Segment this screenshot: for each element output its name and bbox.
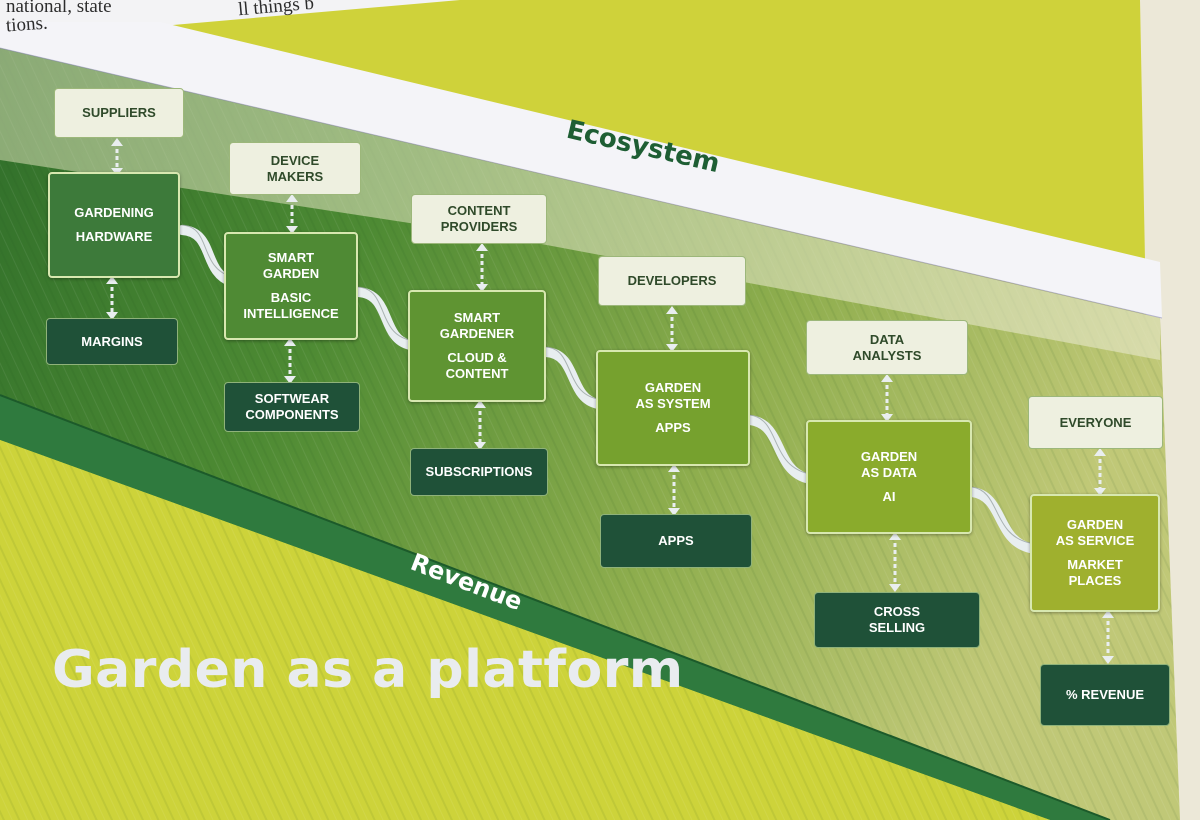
- stage-name: GARDEN: [860, 449, 918, 464]
- revenue-label-text: APPS: [658, 533, 694, 548]
- revenue-label-text: SELLING: [868, 620, 926, 635]
- stakeholder-label: EVERYONE: [1059, 414, 1132, 430]
- stakeholder-label: PROVIDERS: [440, 219, 518, 234]
- revenue-apps: APPS: [600, 514, 752, 568]
- revenue-softwear-components: SOFTWEAR COMPONENTS: [224, 382, 360, 432]
- stage-name: GARDEN: [1066, 517, 1124, 532]
- stakeholder-developers: DEVELOPERS: [598, 256, 746, 306]
- stakeholder-label: DEVICE: [270, 152, 320, 168]
- revenue-label-text: COMPONENTS: [245, 407, 339, 422]
- stage-detail: CLOUD &: [447, 350, 507, 365]
- revenue-percent: % REVENUE: [1040, 664, 1170, 726]
- stage-detail: AI: [882, 489, 896, 504]
- revenue-label-text: CROSS: [873, 604, 921, 619]
- revenue-cross-selling: CROSS SELLING: [814, 592, 980, 648]
- page-text-line: tions.: [5, 12, 49, 37]
- stage-detail: MARKET: [1067, 557, 1123, 572]
- stage-name: AS DATA: [861, 465, 917, 480]
- dashed-arrows: [110, 142, 1110, 660]
- stakeholder-device-makers: DEVICE MAKERS: [229, 142, 361, 195]
- ecosystem-band: [0, 22, 1162, 318]
- stage-detail: INTELLIGENCE: [243, 306, 339, 321]
- stage-name: GARDENING: [74, 205, 154, 220]
- page-title: Garden as a platform: [52, 640, 684, 700]
- revenue-margins: MARGINS: [46, 318, 178, 365]
- revenue-subscriptions: SUBSCRIPTIONS: [410, 448, 548, 496]
- stage-smart-gardener: SMART GARDENER CLOUD & CONTENT: [408, 290, 546, 402]
- stage-name: GARDENER: [439, 326, 515, 341]
- stage-name: GARDEN: [644, 380, 702, 395]
- grass-highlight: [0, 48, 1160, 360]
- stakeholder-label: ANALYSTS: [852, 347, 922, 363]
- stage-name: HARDWARE: [75, 229, 153, 244]
- stakeholder-label: DEVELOPERS: [627, 273, 717, 288]
- page-text-line: national, state: [6, 0, 112, 17]
- stakeholder-label: DATA: [869, 331, 905, 347]
- stage-name: AS SERVICE: [1055, 533, 1135, 548]
- stage-garden-as-data: GARDEN AS DATA AI: [806, 420, 972, 534]
- stakeholder-content-providers: CONTENT PROVIDERS: [411, 194, 547, 244]
- stage-garden-as-system: GARDEN AS SYSTEM APPS: [596, 350, 750, 466]
- stakeholder-data-analysts: DATA ANALYSTS: [806, 320, 968, 375]
- book-page-edge: [1140, 0, 1200, 820]
- stage-gardening-hardware: GARDENING HARDWARE: [48, 172, 180, 278]
- stage-name: AS SYSTEM: [635, 396, 711, 411]
- stage-name: SMART: [267, 250, 315, 265]
- revenue-label-text: SOFTWEAR: [254, 391, 330, 406]
- stakeholder-label: SUPPLIERS: [82, 105, 156, 120]
- stage-name: SMART: [453, 310, 501, 325]
- revenue-label-text: % REVENUE: [1065, 687, 1145, 702]
- stage-detail: APPS: [655, 420, 691, 435]
- stage-detail: PLACES: [1068, 573, 1122, 588]
- stage-garden-as-service: GARDEN AS SERVICE MARKET PLACES: [1030, 494, 1160, 612]
- stage-detail: BASIC: [270, 290, 312, 305]
- stage-name: GARDEN: [262, 266, 320, 281]
- revenue-label-text: SUBSCRIPTIONS: [425, 464, 533, 479]
- stakeholder-everyone: EVERYONE: [1028, 396, 1163, 449]
- stakeholder-label: CONTENT: [447, 203, 511, 218]
- revenue-label-text: MARGINS: [81, 333, 143, 349]
- arrow-heads: [106, 138, 1114, 664]
- stakeholder-label: MAKERS: [266, 168, 324, 184]
- stakeholder-suppliers: SUPPLIERS: [54, 88, 184, 138]
- stage-detail: CONTENT: [445, 366, 509, 381]
- stage-smart-garden: SMART GARDEN BASIC INTELLIGENCE: [224, 232, 358, 340]
